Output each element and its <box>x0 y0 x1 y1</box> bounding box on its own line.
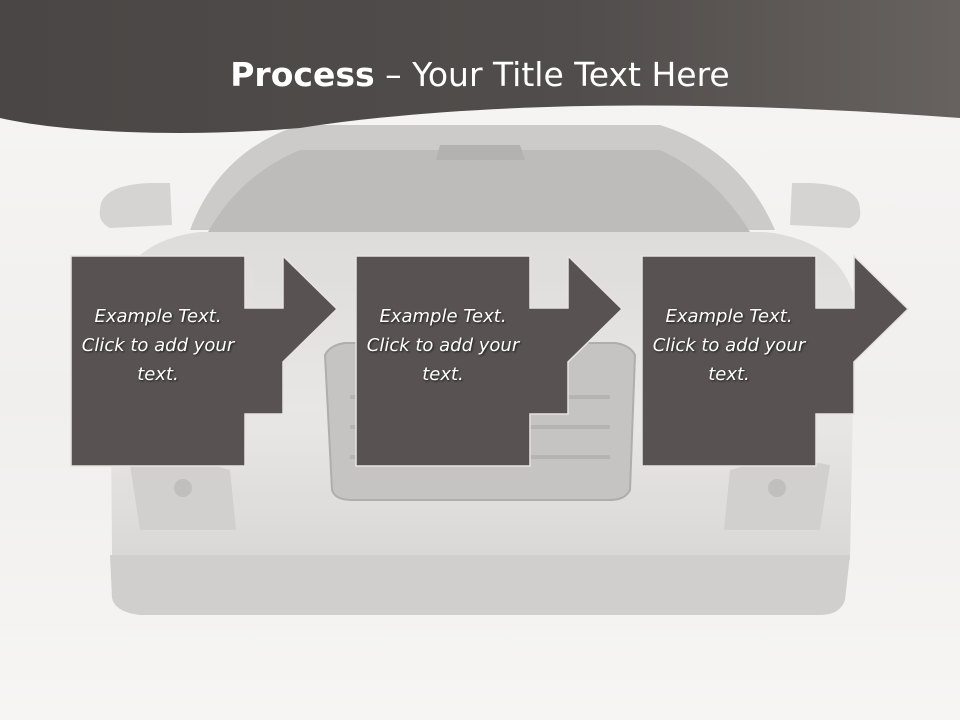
step-text[interactable]: Example Text. Click to add your text. <box>81 305 235 385</box>
arrow-shape <box>641 254 910 467</box>
step-text-box[interactable]: Example Text. Click to add your text. <box>356 256 530 466</box>
slide-title: Process – Your Title Text Here <box>0 52 960 98</box>
step-text-box[interactable]: Example Text. Click to add your text. <box>71 256 245 466</box>
step-text-box[interactable]: Example Text. Click to add your text. <box>642 256 816 466</box>
header-band <box>0 0 960 133</box>
arrow-shape <box>355 254 624 467</box>
title-bold: Process <box>230 55 375 94</box>
step-text[interactable]: Example Text. Click to add your text. <box>366 305 520 385</box>
arrow-shape <box>70 254 339 467</box>
title-rest: – Your Title Text Here <box>374 55 730 94</box>
step-text[interactable]: Example Text. Click to add your text. <box>652 305 806 385</box>
